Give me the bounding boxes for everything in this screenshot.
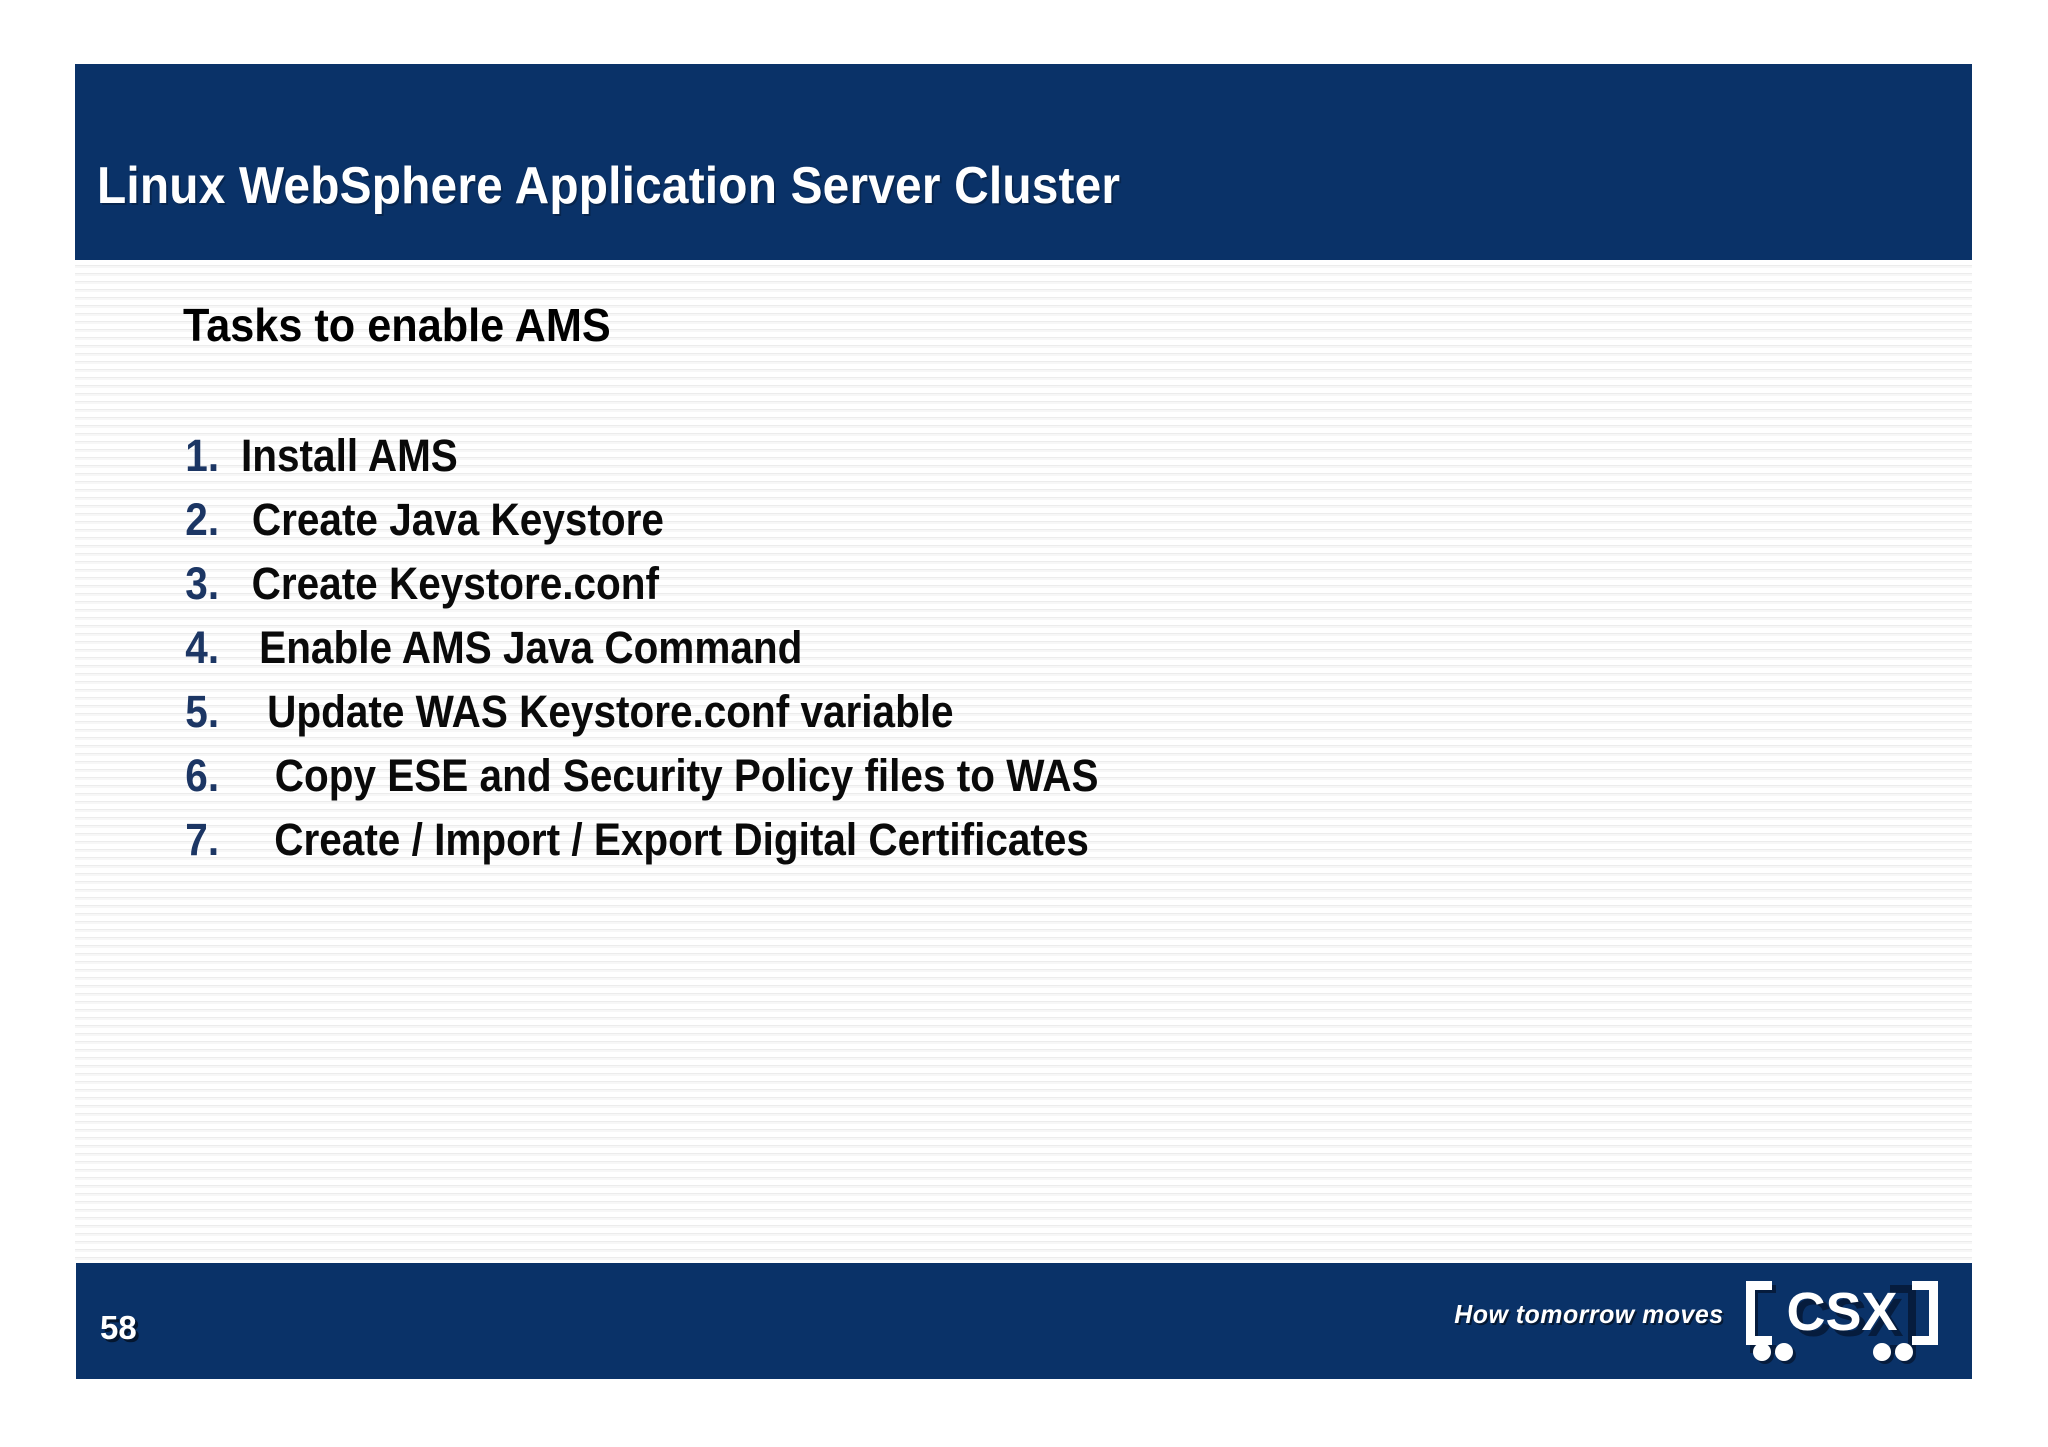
wheel-group-right [1873, 1343, 1916, 1364]
page-title: Linux WebSphere Application Server Clust… [97, 157, 1121, 215]
list-item-label: Create Keystore.conf [251, 558, 660, 609]
list-item-label: Update WAS Keystore.conf variable [267, 686, 954, 737]
list-item-label: Create Java Keystore [251, 494, 664, 545]
list-item-label: Install AMS [241, 430, 458, 481]
list-item-number: 3. [185, 558, 220, 609]
bracket-left-shape [1746, 1281, 1772, 1345]
csx-wordmark-shadow: CSX [1792, 1288, 1903, 1348]
list-item-number: 5. [185, 686, 220, 737]
list-item: 6. Copy ESE and Security Policy files to… [183, 750, 1144, 814]
section-heading: Tasks to enable AMS [183, 299, 611, 351]
csx-wordmark: CSX [1786, 1282, 1897, 1342]
list-item: 2. Create Java Keystore [183, 494, 1144, 558]
list-item-number: 1. [185, 430, 220, 481]
list-item: 3. Create Keystore.conf [183, 558, 1144, 622]
list-item-label: Copy ESE and Security Policy files to WA… [274, 750, 1099, 801]
csx-logo-mark: CSX CSX [1746, 1281, 1938, 1364]
wheel-group-left [1753, 1343, 1796, 1364]
list-item-number: 6. [185, 750, 220, 801]
page-number: 58 [100, 1309, 137, 1346]
list-item: 7. Create / Import / Export Digital Cert… [183, 814, 1144, 878]
list-item-number: 2. [185, 494, 220, 545]
list-item: 4. Enable AMS Java Command [183, 622, 1144, 686]
task-list: 1. Install AMS 2. Create Java Keystore 3… [183, 430, 1144, 878]
brand-tagline: How tomorrow moves [1454, 1299, 1724, 1329]
list-item-number: 4. [185, 622, 220, 673]
list-item-label: Enable AMS Java Command [259, 622, 803, 673]
slide-body: Tasks to enable AMS 1. Install AMS 2. Cr… [75, 260, 1972, 1262]
list-item-number: 7. [185, 814, 220, 865]
list-item: 1. Install AMS [183, 430, 1144, 494]
list-item: 5. Update WAS Keystore.conf variable [183, 686, 1144, 750]
title-bar: Linux WebSphere Application Server Clust… [75, 64, 1972, 260]
list-item-label: Create / Import / Export Digital Certifi… [274, 814, 1089, 865]
bracket-right-shape [1912, 1281, 1938, 1345]
footer-bar: 58 How tomorrow moves CSX CSX [76, 1263, 1972, 1379]
csx-logo: CSX CSX [1742, 1275, 1942, 1371]
